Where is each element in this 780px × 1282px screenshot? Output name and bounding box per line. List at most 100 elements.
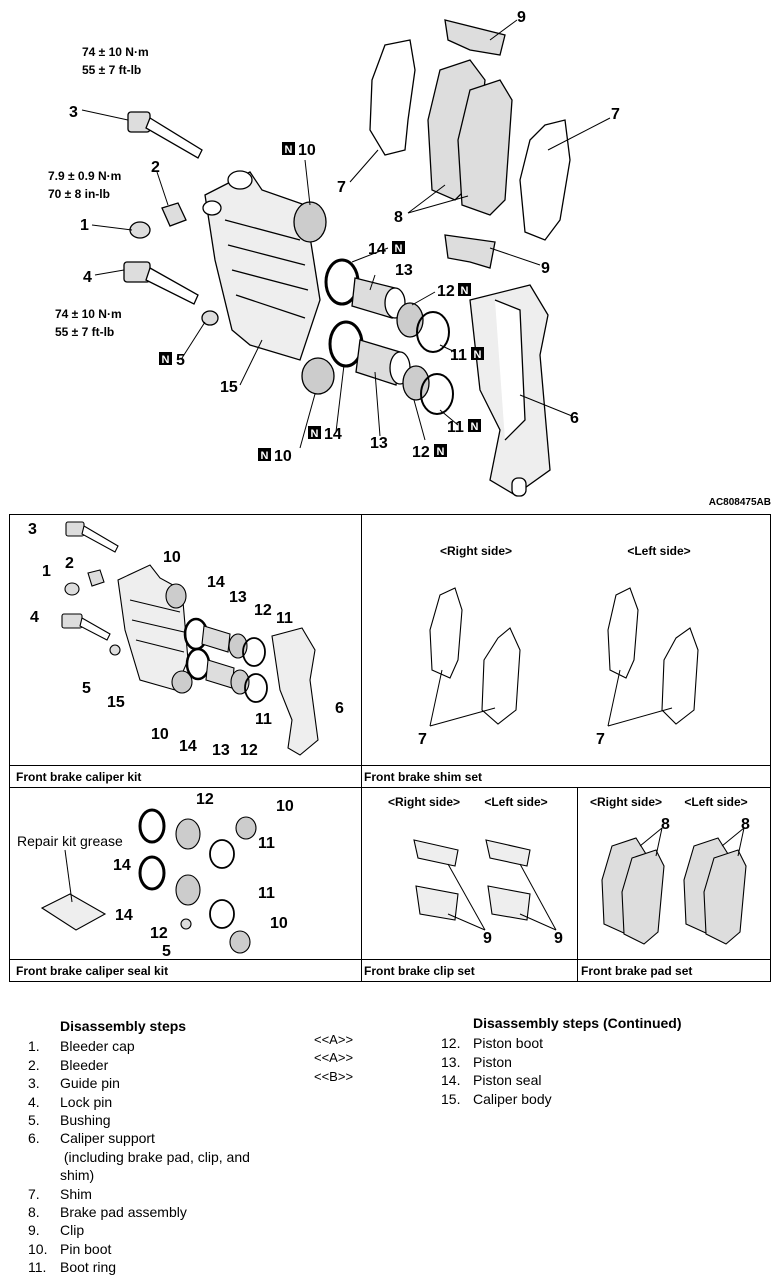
step-text: Piston boot (473, 1035, 544, 1052)
shim-left-part (369, 39, 416, 156)
step-number: 10. (28, 1240, 48, 1257)
bleeder-cap-part (129, 221, 151, 239)
label-4: 4 (83, 269, 92, 286)
shim-right-part (519, 119, 571, 241)
step-text: Piston (473, 1053, 512, 1070)
step-number: 14. (441, 1072, 461, 1089)
step-number: 13. (441, 1053, 461, 1070)
kit-label-14-upper: 14 (207, 574, 225, 591)
seal-label-11-upper: 11 (258, 835, 275, 852)
shim-right-side-label: <Right side> (440, 544, 512, 558)
label-11-lower: 11 (447, 419, 464, 436)
step-text: Caliper support (60, 1130, 155, 1147)
bushing-part (201, 310, 219, 326)
shim-set-caption: Front brake shim set (364, 770, 482, 784)
step-text: Brake pad assembly (60, 1204, 187, 1221)
kit-label-15: 15 (107, 694, 125, 711)
kit-label-2: 2 (65, 555, 74, 572)
step-text: Bleeder (60, 1056, 109, 1073)
boot-ring-upper-part (416, 311, 450, 353)
kit-label-1: 1 (42, 563, 51, 580)
kit-label-14-lower: 14 (179, 738, 197, 755)
step-text: Caliper body (473, 1090, 552, 1107)
label-9-upper: 9 (517, 9, 526, 26)
kit-label-5: 5 (82, 680, 91, 697)
step-row: 15.Caliper body (441, 1090, 682, 1108)
label-7-right: 7 (611, 106, 620, 123)
n-mark: N (395, 243, 403, 255)
step-row: 4. Lock pin (28, 1093, 250, 1111)
clip-right-side-label: <Right side> (388, 795, 460, 809)
pad-label-left: 8 (741, 816, 750, 833)
label-10-lower: 10 (274, 448, 292, 465)
seal-label-12-upper: 12 (196, 791, 214, 808)
step-number: 5. (28, 1112, 40, 1129)
step-row: 2.Bleeder (28, 1056, 250, 1074)
pad-right-side-label: <Right side> (590, 795, 662, 809)
kit-label-4: 4 (30, 609, 39, 626)
step-number (28, 1166, 60, 1184)
step-row: 12.Piston boot (441, 1034, 682, 1052)
step-text: Pin boot (60, 1240, 112, 1257)
torque-guide-pin-ftlb: 55 ± 7 ft-lb (82, 63, 141, 77)
kit-label-12-lower: 12 (240, 742, 258, 759)
step-number: 4. (28, 1093, 40, 1110)
seal-label-14-upper: 14 (113, 857, 131, 874)
clip-label-right: 9 (483, 930, 492, 947)
label-9-lower: 9 (541, 260, 550, 277)
label-6: 6 (570, 410, 579, 427)
step-number: 3. (28, 1075, 40, 1092)
seal-label-14-lower: 14 (115, 907, 133, 924)
n-mark: N (311, 428, 319, 440)
piston-upper-part (351, 277, 406, 319)
n-mark: N (162, 354, 170, 366)
label-3: 3 (69, 104, 78, 121)
repair-kit-grease-label: Repair kit grease (17, 833, 123, 849)
step-row: 5.Bushing (28, 1111, 250, 1129)
step-text: Bleeder cap (60, 1038, 135, 1055)
label-12-upper: 12 (437, 283, 455, 300)
step-text: Lock pin (60, 1093, 113, 1110)
seal-label-11-lower: 11 (258, 885, 275, 902)
seal-label-5: 5 (162, 943, 171, 960)
label-15: 15 (220, 379, 238, 396)
torque-guide-pin-nm: 74 ± 10 N·m (82, 45, 149, 59)
kit-label-3: 3 (28, 521, 37, 538)
shim-label-right: 7 (418, 731, 427, 748)
n-mark: N (261, 450, 269, 462)
exploded-view-diagram: 3 2 1 4 5 15 10 10 14 14 13 13 12 12 11 … (48, 9, 771, 508)
step-row: shim) (28, 1166, 250, 1184)
n-mark: N (461, 285, 469, 297)
step-text: Guide pin (60, 1075, 120, 1092)
clip-set-caption: Front brake clip set (364, 964, 475, 978)
step-number: 8. (28, 1204, 40, 1221)
step-row: (including brake pad, clip, and (28, 1148, 250, 1166)
boot-ring-lower-part (420, 373, 454, 415)
step-number: 1. (28, 1038, 40, 1055)
label-13-upper: 13 (395, 262, 413, 279)
caliper-support-part (469, 284, 551, 497)
step-row: 3. Guide pin (28, 1074, 250, 1092)
bleeder-part (161, 202, 187, 227)
seal-label-10-lower: 10 (270, 915, 288, 932)
step-row: 9.Clip (28, 1221, 250, 1239)
torque-bleeder-inlb: 70 ± 8 in-lb (48, 187, 110, 201)
brake-pad-assembly-part (427, 59, 513, 216)
step-text: shim) (60, 1167, 95, 1184)
label-14-lower: 14 (324, 426, 342, 443)
label-2: 2 (151, 159, 160, 176)
label-13-lower: 13 (370, 435, 388, 452)
seal-label-12-lower: 12 (150, 925, 168, 942)
clip-upper-part (444, 19, 506, 56)
disassembly-steps-continued: Disassembly steps (Continued) 12.Piston … (441, 1014, 682, 1108)
torque-lock-pin-ftlb: 55 ± 7 ft-lb (55, 325, 114, 339)
n-mark: N (437, 446, 445, 458)
step-row: 6.Caliper support (28, 1129, 250, 1147)
step-row: 10. Pin boot (28, 1240, 250, 1258)
label-14-upper: 14 (368, 241, 386, 258)
n-mark: N (474, 349, 482, 361)
kit-label-13-lower: 13 (212, 742, 230, 759)
kit-label-12-upper: 12 (254, 602, 272, 619)
label-12-lower: 12 (412, 444, 430, 461)
caliper-kit-caption: Front brake caliper kit (16, 770, 141, 784)
